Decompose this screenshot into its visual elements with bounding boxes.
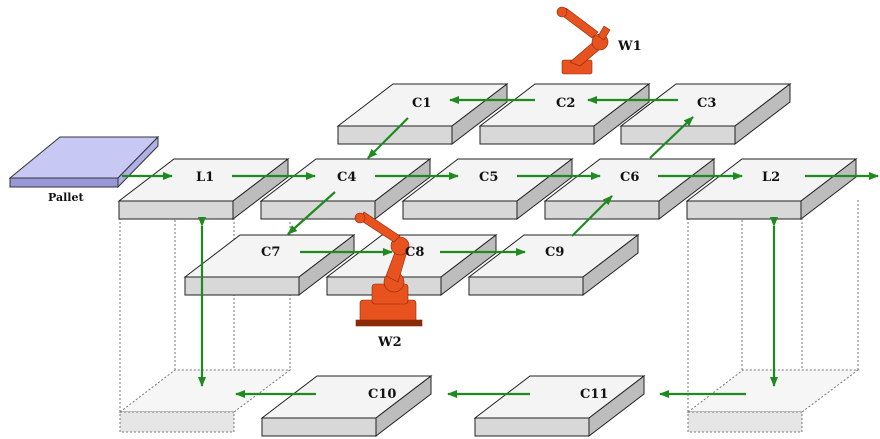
elevator-l1-lower-platform xyxy=(118,369,292,433)
station-c7-label: C7 xyxy=(261,245,280,260)
station-c6-label: C6 xyxy=(620,170,639,185)
robot-w2-label: W2 xyxy=(377,335,402,350)
plate-c7 xyxy=(183,233,356,297)
arrow-c6-c3 xyxy=(649,116,694,159)
station-c10-label: C10 xyxy=(368,387,396,402)
robot-w1-label: W1 xyxy=(617,39,642,54)
elevator-l2-lower-platform xyxy=(686,369,860,433)
station-c1-label: C1 xyxy=(412,96,431,111)
plate-c11 xyxy=(473,374,646,438)
plate-c5 xyxy=(401,157,574,221)
arrow-c9-c6 xyxy=(571,195,613,237)
station-c2-label: C2 xyxy=(556,96,575,111)
arrow-c4-c7 xyxy=(287,191,336,235)
labels: Pallet L1 L2 C1 C2 C3 C4 C5 C6 C7 C8 C9 … xyxy=(48,39,780,402)
flow-arrows xyxy=(122,96,879,398)
arrow-c1-c4 xyxy=(367,117,409,159)
station-c5-label: C5 xyxy=(479,170,498,185)
pallet xyxy=(8,135,160,189)
pallet-label: Pallet xyxy=(48,191,84,204)
station-l1-label: L1 xyxy=(196,170,214,185)
station-l2-label: L2 xyxy=(762,170,780,185)
conveyor-plates xyxy=(117,82,858,438)
elevator-l2-frame xyxy=(687,200,859,432)
station-c4-label: C4 xyxy=(337,170,356,185)
robot-w2-icon xyxy=(354,211,423,327)
station-c9-label: C9 xyxy=(545,245,564,260)
plate-c4 xyxy=(259,157,432,221)
plate-c3 xyxy=(619,82,792,146)
plate-c10 xyxy=(260,374,433,438)
plate-c8 xyxy=(325,233,498,297)
plate-l2 xyxy=(685,157,858,221)
plate-l1 xyxy=(117,157,290,221)
station-c11-label: C11 xyxy=(580,387,608,402)
station-c8-label: C8 xyxy=(405,245,424,260)
plate-c9 xyxy=(467,233,640,297)
robot-w1-icon xyxy=(556,6,611,75)
plate-c6 xyxy=(543,157,716,221)
station-c3-label: C3 xyxy=(697,96,716,111)
